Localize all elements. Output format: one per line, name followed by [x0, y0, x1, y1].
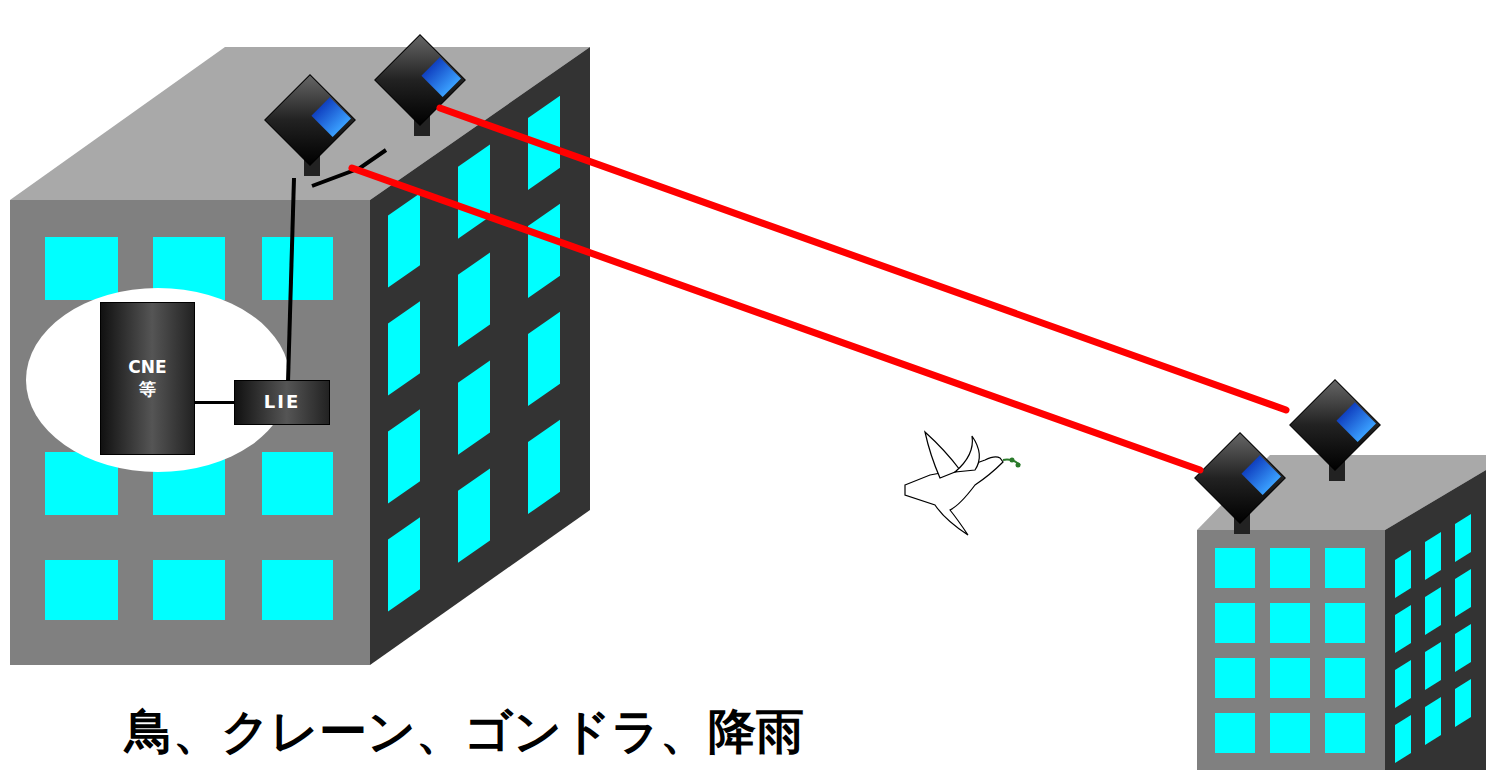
window	[388, 409, 420, 503]
window	[458, 361, 490, 455]
window	[528, 420, 560, 514]
window	[458, 145, 490, 239]
window	[388, 193, 420, 287]
window	[388, 301, 420, 395]
equipment-box: CNE 等	[100, 302, 195, 455]
caption-text: 鳥、クレーン、ゴンドラ、降雨	[125, 700, 804, 764]
window	[528, 312, 560, 406]
window	[528, 204, 560, 298]
interface-box: LIE	[234, 380, 330, 425]
cable-line	[195, 401, 234, 404]
window	[458, 469, 490, 563]
node-label: LIE	[264, 391, 300, 414]
node-label: CNE 等	[127, 357, 168, 400]
window	[458, 253, 490, 347]
window	[388, 517, 420, 611]
